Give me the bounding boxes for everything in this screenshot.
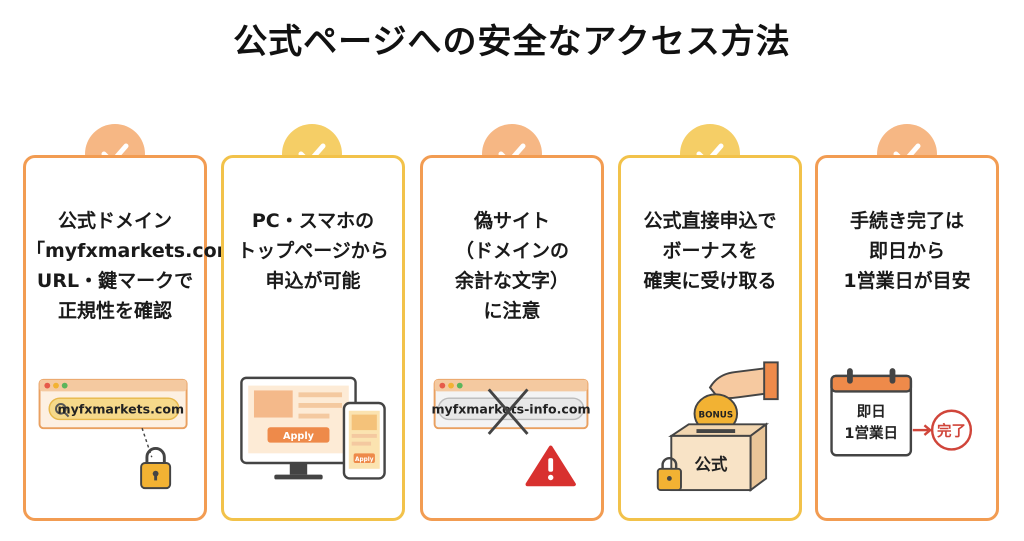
url-text: myfxmarkets.com [58, 402, 185, 417]
lock-icon [656, 456, 682, 492]
card-line: 1営業日が目安 [843, 270, 971, 292]
card-line: 公式直接申込で [643, 210, 777, 232]
card-line: 申込が可能 [265, 270, 361, 292]
card-completion: 手続き完了は 即日から 1営業日が目安 即日 1営業日 完了 [815, 155, 999, 521]
apply-button [267, 427, 330, 443]
card-line: に注意 [483, 300, 541, 322]
svg-text:BONUS: BONUS [699, 411, 734, 421]
svg-text:完了: 完了 [937, 422, 966, 440]
card-line: 偽サイト [473, 210, 550, 232]
svg-text:公式: 公式 [695, 455, 728, 474]
card-line: URL・鍵マークで [36, 270, 194, 292]
card-bonus: 公式直接申込で ボーナスを 確実に受け取る BONUS 公式 [618, 155, 802, 521]
card-line: 手続き完了は [849, 210, 964, 232]
card-line: （ドメインの [454, 240, 569, 262]
svg-text:Apply: Apply [283, 431, 315, 442]
card-text: 公式直接申込で ボーナスを 確実に受け取る [621, 206, 799, 296]
url-bar [48, 397, 180, 421]
card-line: トップページから [237, 240, 389, 262]
card-line: ボーナスを [662, 240, 758, 262]
calendar-illustration: 即日 1営業日 完了 [830, 368, 973, 457]
svg-text:Apply: Apply [355, 457, 374, 463]
hand-icon [708, 361, 779, 401]
fake-url-illustration: myfxmarkets-info.com [431, 378, 591, 487]
card-pc-smartphone: PC・スマホの トップページから 申込が可能 Apply Apply [221, 155, 405, 521]
calendar-icon: 即日 1営業日 [830, 368, 913, 457]
svg-text:1営業日: 1営業日 [844, 424, 898, 442]
smartphone-icon: Apply [342, 401, 386, 480]
card-line: 正規性を確認 [57, 300, 172, 322]
monitor-icon: Apply [240, 376, 357, 480]
completed-stamp: 完了 [930, 409, 973, 451]
card-line: 公式ドメイン [57, 210, 172, 232]
lock-icon [140, 447, 172, 490]
page-title: 公式ページへの安全なアクセス方法 [233, 22, 791, 62]
card-text: 手続き完了は 即日から 1営業日が目安 [818, 206, 996, 296]
card-line: 余計な文字） [454, 270, 569, 292]
card-line: 確実に受け取る [643, 270, 777, 292]
browser-lock-illustration: myfxmarkets.com [38, 378, 188, 490]
card-official-domain: 公式ドメイン 「myfxmarkets.com」 URL・鍵マークで 正規性を確… [23, 155, 256, 521]
svg-text:即日: 即日 [857, 404, 886, 421]
card-line: 即日から [868, 240, 945, 262]
card-text: 偽サイト （ドメインの 余計な文字） に注意 [423, 206, 601, 326]
card-line: 「myfxmarkets.com」 [26, 240, 256, 262]
pc-phone-illustration: Apply Apply [240, 376, 386, 480]
card-text: PC・スマホの トップページから 申込が可能 [224, 206, 402, 296]
card-text: 公式ドメイン 「myfxmarkets.com」 URL・鍵マークで 正規性を確… [26, 206, 256, 326]
card-line: PC・スマホの [251, 210, 375, 232]
box-icon: 公式 [668, 422, 770, 493]
bonus-box-illustration: BONUS 公式 [656, 361, 779, 493]
search-icon [55, 403, 67, 415]
warning-icon [525, 445, 576, 487]
card-fake-site: 偽サイト （ドメインの 余計な文字） に注意 myfxmarkets-info.… [420, 155, 604, 521]
